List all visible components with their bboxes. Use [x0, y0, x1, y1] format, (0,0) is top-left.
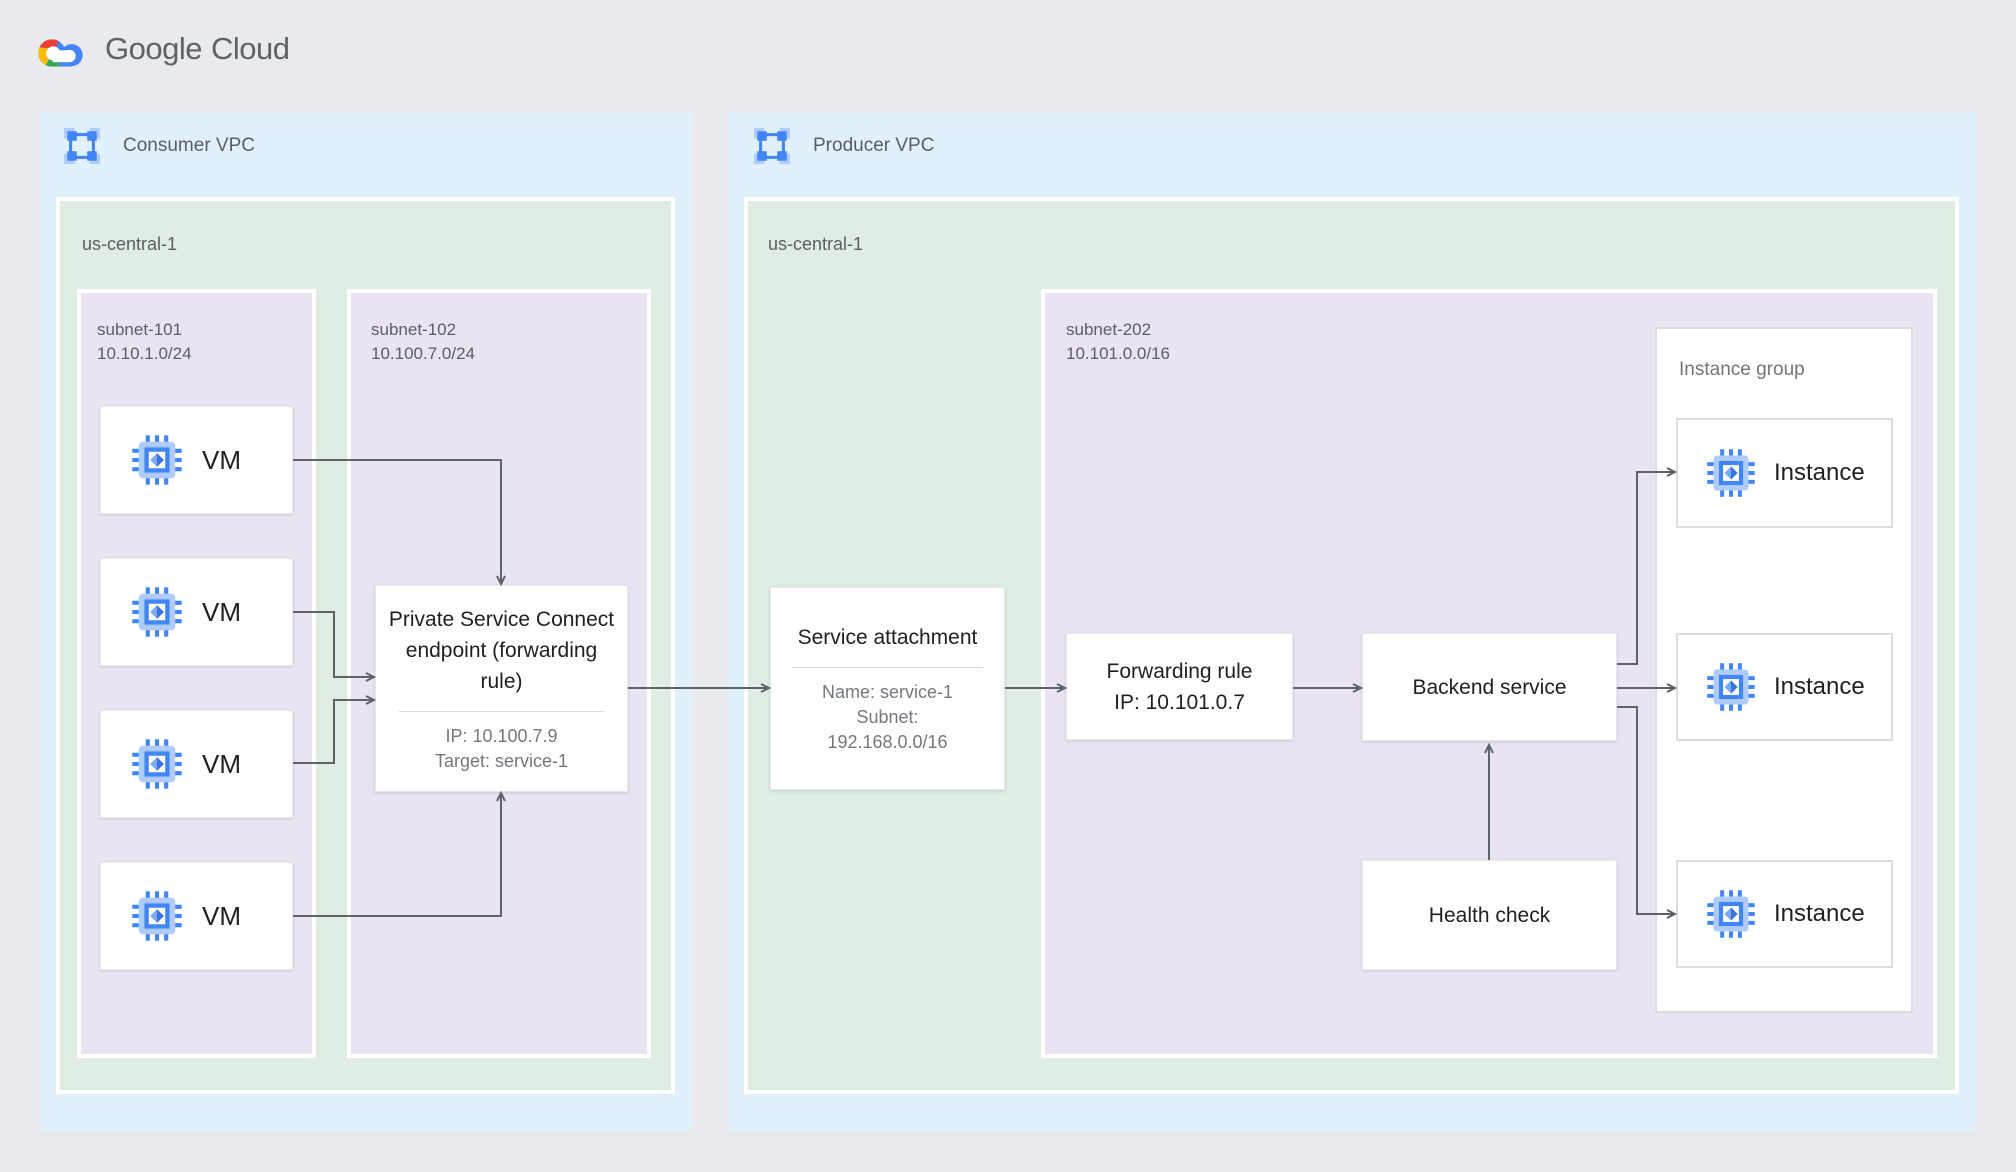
instance-node-2: Instance: [1676, 633, 1893, 741]
consumer-region-label: us-central-1: [82, 234, 178, 254]
forwarding-rule-line1: Forwarding rule: [1106, 659, 1253, 683]
producer-vpc-label: Producer VPC: [813, 135, 935, 156]
psc-endpoint-ip: IP: 10.100.7.9: [445, 725, 558, 746]
compute-engine-icon: [1706, 448, 1756, 498]
service-attachment-name: Name: service-1: [821, 682, 954, 702]
service-attachment-node: Service attachment Name: service-1 Subne…: [770, 587, 1005, 790]
psc-endpoint-node: Private Service Connect endpoint (forwar…: [375, 585, 628, 792]
vm-node-3: VM: [100, 710, 293, 818]
service-attachment-title: Service attachment: [797, 626, 978, 649]
backend-service-node: Backend service: [1362, 633, 1617, 741]
compute-engine-icon: [1706, 662, 1756, 712]
instance-node-1: Instance: [1676, 418, 1893, 528]
vm-label: VM: [202, 444, 241, 475]
divider: [791, 667, 984, 668]
vm-node-4: VM: [100, 862, 293, 970]
consumer-vpc-header: Consumer VPC: [63, 127, 255, 165]
producer-region-label: us-central-1: [768, 234, 864, 254]
vm-node-1: VM: [100, 406, 293, 514]
divider: [398, 710, 605, 712]
subnet-102-label: subnet-102 10.100.7.0/24: [371, 320, 475, 363]
vpc-network-icon: [63, 127, 101, 165]
instance-group-label: Instance group: [1679, 359, 1805, 380]
instance-node-3: Instance: [1676, 860, 1893, 968]
google-cloud-icon: [38, 39, 83, 67]
compute-engine-icon: [131, 434, 183, 486]
service-attachment-subnet-cidr: 192.168.0.0/16: [827, 732, 948, 752]
forwarding-rule-node: Forwarding rule IP: 10.101.0.7: [1066, 633, 1293, 740]
producer-vpc-header: Producer VPC: [753, 127, 934, 165]
instance-label: Instance: [1774, 673, 1865, 700]
vm-label: VM: [202, 596, 241, 627]
compute-engine-icon: [131, 890, 183, 942]
psc-endpoint-target: Target: service-1: [434, 750, 569, 771]
vpc-network-icon: [753, 127, 791, 165]
backend-service-title: Backend service: [1412, 675, 1567, 699]
instance-label: Instance: [1774, 459, 1865, 486]
service-attachment-subnet-word: Subnet:: [856, 707, 919, 727]
forwarding-rule-line2: IP: 10.101.0.7: [1114, 690, 1245, 714]
subnet-101-label: subnet-101 10.10.1.0/24: [97, 320, 192, 363]
psc-endpoint-title: Private Service Connect endpoint (forwar…: [388, 607, 615, 693]
subnet-202-label: subnet-202 10.101.0.0/16: [1066, 320, 1170, 363]
compute-engine-icon: [1706, 889, 1756, 939]
compute-engine-icon: [131, 586, 183, 638]
health-check-node: Health check: [1362, 860, 1617, 970]
health-check-title: Health check: [1428, 903, 1551, 927]
compute-engine-icon: [131, 738, 183, 790]
vm-label: VM: [202, 900, 241, 931]
consumer-vpc-label: Consumer VPC: [123, 135, 255, 156]
instance-label: Instance: [1774, 900, 1865, 927]
vm-node-2: VM: [100, 558, 293, 666]
vm-label: VM: [202, 748, 241, 779]
